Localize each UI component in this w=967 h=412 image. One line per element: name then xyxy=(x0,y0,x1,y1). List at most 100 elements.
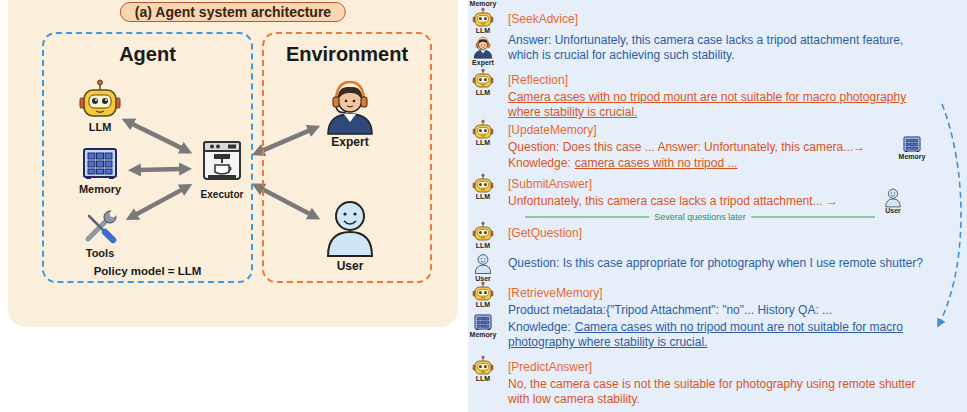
user-icon xyxy=(328,202,372,256)
step-tag-block: [UpdateMemory] xyxy=(508,123,597,138)
log-text: No, the camera case is not the suitable … xyxy=(508,377,916,406)
log-text: Question: Does this case ... Answer: Unf… xyxy=(508,140,865,154)
memory-icon xyxy=(904,137,920,152)
node-label: Executor xyxy=(201,189,244,201)
icon-label: User xyxy=(885,207,901,214)
llm-icon xyxy=(473,356,493,374)
bidirectional-arrow xyxy=(130,123,184,150)
step-tag: [UpdateMemory] xyxy=(508,123,597,137)
panel: (a) Agent system architectureAgentPolicy… xyxy=(8,0,458,327)
log-text: Knowledge: xyxy=(508,320,571,334)
icon-label: LLM xyxy=(476,89,490,96)
tools-icon xyxy=(88,211,116,240)
log-text-block: Unfortunately, this camera case lacks a … xyxy=(508,194,838,209)
tools-node: Tools xyxy=(76,208,124,260)
icon-label-block: LLM xyxy=(476,375,490,383)
node-label: Expert xyxy=(331,136,368,150)
icon-label-block: Expert xyxy=(472,59,494,67)
llm-icon xyxy=(473,282,493,300)
expert-node: Expert xyxy=(322,76,378,150)
step-tag: [GetQuestion] xyxy=(508,226,582,240)
icon-label-block: User xyxy=(885,207,901,215)
icon-label: Expert xyxy=(472,59,494,66)
step-tag-block: [Reflection] xyxy=(508,73,568,88)
llm-icon xyxy=(473,174,493,192)
log-text: camera cases with no tripod ... xyxy=(575,156,738,170)
icon-label: LLM xyxy=(476,193,490,200)
icon-label: LLM xyxy=(476,242,490,249)
bidirectional-arrow xyxy=(137,169,183,170)
memory-link-arrow xyxy=(938,104,961,326)
icon-label-block: LLM xyxy=(476,27,490,35)
memory-icon xyxy=(475,315,491,330)
icon-label: Memory xyxy=(470,0,497,7)
step-tag-block: [SubmitAnswer] xyxy=(508,177,592,192)
user-icon xyxy=(475,255,490,274)
llm-icon xyxy=(473,69,493,87)
agent-box: AgentPolicy model = LLM LLM MemoryTools Exe… xyxy=(42,32,253,283)
log-text-block: Knowledge: camera cases with no tripod ..… xyxy=(508,156,737,171)
expert-icon xyxy=(328,82,372,134)
divider-text-block: Several questions later xyxy=(649,212,751,222)
log-text-block: Product metadata:{"Tripod Attachment": "… xyxy=(508,303,832,318)
log-text: Knowledge: xyxy=(508,156,571,170)
user-icon xyxy=(886,189,901,207)
step-tag: [Reflection] xyxy=(508,73,568,87)
step-tag-block: [SeekAdvice] xyxy=(508,12,578,27)
log-text-block: Question: Does this case ... Answer: Unf… xyxy=(508,140,865,155)
icon-label: LLM xyxy=(476,139,490,146)
group-note: Policy model = LLM xyxy=(94,265,202,278)
step-tag: [SubmitAnswer] xyxy=(508,177,592,191)
user-node: User xyxy=(322,196,378,274)
log-text-block: Camera cases with no tripod mount are no… xyxy=(508,90,933,120)
icon-label-block: LLM xyxy=(476,89,490,97)
log-text: Camera cases with no tripod mount are no… xyxy=(508,90,906,119)
panel-title: (a) Agent system architecture xyxy=(120,2,346,22)
log-text: Answer: Unfortunately, this camera case … xyxy=(508,33,903,62)
icon-label: User xyxy=(475,275,491,282)
step-tag: [SeekAdvice] xyxy=(508,12,578,26)
expert-icon xyxy=(474,37,492,58)
node-label: LLM xyxy=(89,121,112,134)
environment-box: EnvironmentExpertUser xyxy=(262,32,432,283)
llm-icon xyxy=(473,120,493,138)
log-text-block: No, the camera case is not the suitable … xyxy=(508,377,933,407)
step-tag: [RetrieveMemory] xyxy=(508,286,603,300)
log-panel-ground xyxy=(468,0,967,412)
icon-label: LLM xyxy=(476,301,490,308)
memory-icon xyxy=(84,149,116,179)
log-text-block: Knowledge:Camera cases with no tripod mo… xyxy=(508,320,933,350)
step-tag-block: [PredictAnswer] xyxy=(508,360,592,375)
divider-text: Several questions later xyxy=(654,212,746,222)
llm-icon xyxy=(473,8,493,26)
log-text: Product metadata:{"Tripod Attachment": "… xyxy=(508,303,832,317)
icon-label-block: Memory xyxy=(899,153,926,161)
icon-label-block: LLM xyxy=(476,242,490,250)
log-text: Question: Is this case appropriate for p… xyxy=(508,256,923,270)
icon-label: Memory xyxy=(470,331,497,338)
llm-icon xyxy=(80,80,120,116)
group-heading: Environment xyxy=(286,43,408,66)
node-label: User xyxy=(337,260,364,274)
log-text-block: Question: Is this case appropriate for p… xyxy=(508,256,923,271)
icon-label-block: User xyxy=(475,275,491,283)
executor-icon xyxy=(204,142,240,179)
panel-ground xyxy=(8,0,458,327)
node-label: Memory xyxy=(79,183,121,196)
step-tag-block: [RetrieveMemory] xyxy=(508,286,603,301)
icon-label: LLM xyxy=(476,27,490,34)
icon-label: LLM xyxy=(476,375,490,382)
bidirectional-arrow xyxy=(134,188,185,215)
icon-label-block: Memory xyxy=(470,331,497,339)
node-label: Tools xyxy=(86,247,115,260)
step-tag-block: [GetQuestion] xyxy=(508,226,582,241)
log-text: Unfortunately, this camera case lacks a … xyxy=(508,194,838,208)
executor-node: Executor xyxy=(194,136,250,200)
llm-node: LLM xyxy=(80,82,120,134)
bidirectional-arrow xyxy=(260,188,313,215)
icon-label-block: LLM xyxy=(476,139,490,147)
llm-icon xyxy=(473,222,493,240)
group-heading: Agent xyxy=(119,43,176,66)
icon-label-block: LLM xyxy=(476,193,490,201)
